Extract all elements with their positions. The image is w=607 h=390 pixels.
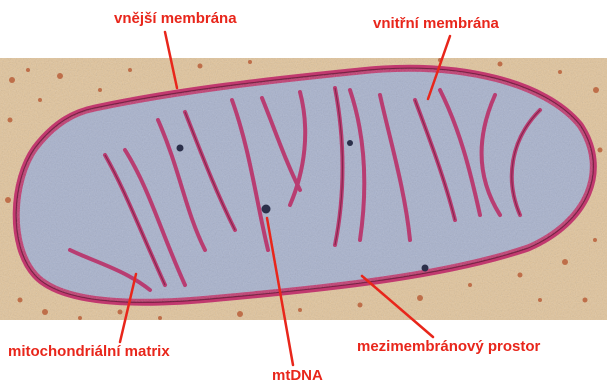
- label-mitochondrial-matrix: mitochondriální matrix: [8, 343, 170, 361]
- label-intermembrane-space: mezimembránový prostor: [357, 338, 540, 356]
- label-inner-membrane: vnitřní membrána: [373, 15, 499, 33]
- label-outer-membrane: vnější membrána: [114, 10, 237, 28]
- label-mtdna: mtDNA: [272, 367, 323, 385]
